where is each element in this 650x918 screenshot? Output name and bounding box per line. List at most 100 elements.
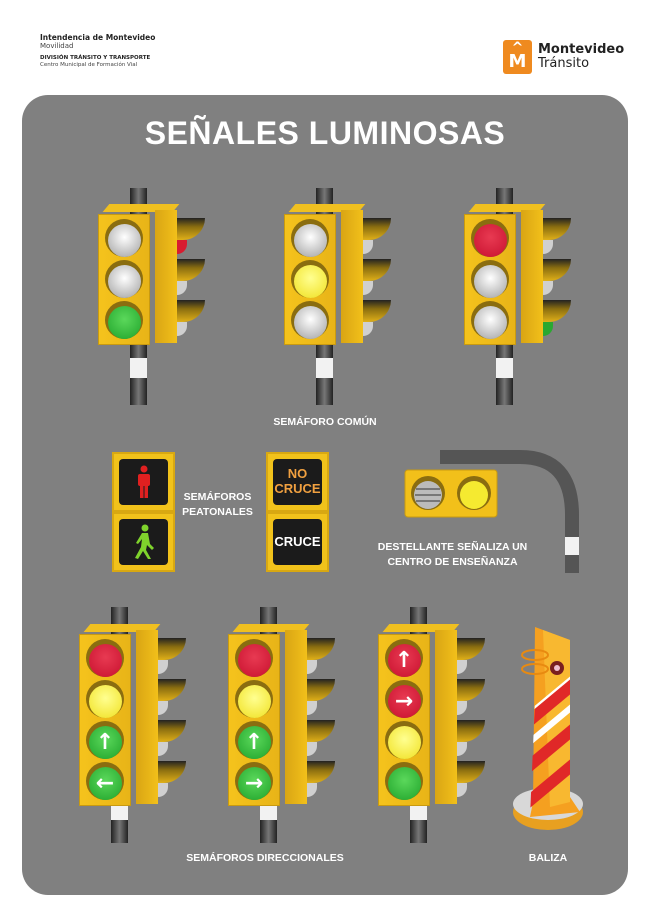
lamp-lens <box>473 264 507 298</box>
side-lamp <box>158 783 168 797</box>
lamp-lens <box>237 643 271 677</box>
side-housing <box>341 210 363 343</box>
dept-name: Movilidad <box>40 42 74 51</box>
pole-band <box>496 358 513 378</box>
green-lamp <box>105 301 143 339</box>
side-lamp <box>158 660 168 674</box>
school-flasher-signal <box>404 450 579 573</box>
red-lamp: ↑ <box>385 639 423 677</box>
logo-line1: Montevideo <box>538 41 625 57</box>
side-lamp <box>543 281 553 295</box>
no-cruce-line1: NO <box>287 466 308 482</box>
side-lamp <box>457 701 467 715</box>
label-flasher: DESTELLANTE SEÑALIZA UN CENTRO DE ENSEÑA… <box>370 540 535 570</box>
red-lamp <box>235 639 273 677</box>
no-cruce-line2: CRUCE <box>274 481 321 496</box>
label-pedestrian: SEMÁFOROS PEATONALES <box>180 490 255 520</box>
off-lamp <box>105 260 143 298</box>
label-flasher-line2: CENTRO DE ENSEÑANZA <box>387 556 518 569</box>
pole-band <box>316 358 333 378</box>
lamp-lens <box>88 643 122 677</box>
lamp-lens <box>387 766 421 800</box>
lamp-lens <box>237 684 271 718</box>
label-directional: SEMÁFOROS DIRECCIONALES <box>186 852 344 864</box>
off-lamp <box>291 219 329 257</box>
off-lamp <box>471 260 509 298</box>
side-lamp <box>457 660 467 674</box>
off-lamp <box>471 301 509 339</box>
arrow-up-icon: ↑ <box>88 725 122 759</box>
side-housing <box>155 210 177 343</box>
side-lamp <box>177 240 187 254</box>
side-lamp <box>158 742 168 756</box>
side-lamp <box>177 281 187 295</box>
lamp-lens <box>107 223 141 257</box>
lamp-lens <box>293 305 327 339</box>
lamp-lens <box>293 264 327 298</box>
ped-green-panel <box>112 512 175 572</box>
side-housing <box>521 210 543 343</box>
poster-title: SEÑALES LUMINOSAS <box>144 115 506 151</box>
lamp-lens <box>107 305 141 339</box>
green-walking-person-icon <box>119 519 168 565</box>
side-lamp <box>307 660 317 674</box>
arrow-up-icon: ↑ <box>237 725 271 759</box>
logo-line2: Tránsito <box>538 56 590 71</box>
lamp-lens <box>473 305 507 339</box>
lamp-lens <box>88 684 122 718</box>
flasher-arm <box>440 450 579 573</box>
pole-band <box>130 358 147 378</box>
side-lamp <box>363 322 373 336</box>
pedestrian-signal-figures <box>112 452 175 572</box>
side-lamp <box>307 701 317 715</box>
lamp-lens <box>387 725 421 759</box>
label-flasher-line1: DESTELLANTE SEÑALIZA UN <box>377 541 528 553</box>
org-name: Intendencia de Montevideo <box>40 33 156 42</box>
side-lamp <box>543 322 553 336</box>
label-baliza: BALIZA <box>528 852 568 864</box>
side-housing <box>285 630 307 804</box>
side-lamp <box>363 281 373 295</box>
arrow-right-icon: → <box>387 684 421 718</box>
red-lamp: → <box>385 680 423 718</box>
side-housing <box>435 630 457 804</box>
green-lamp: ← <box>86 762 124 800</box>
off-lamp <box>291 301 329 339</box>
arrow-up-icon: ↑ <box>387 643 421 677</box>
yellow-lamp <box>385 721 423 759</box>
red-lamp <box>86 639 124 677</box>
side-lamp <box>363 240 373 254</box>
red-lamp <box>471 219 509 257</box>
side-lamp <box>457 783 467 797</box>
organization-header: Intendencia de Montevideo Movilidad DIVI… <box>40 33 155 69</box>
off-lamp <box>105 219 143 257</box>
yellow-lamp <box>235 680 273 718</box>
cruce-panel: CRUCE <box>266 512 329 572</box>
side-lamp <box>158 701 168 715</box>
logo-mark-icon: M <box>503 40 532 74</box>
yellow-lamp <box>86 680 124 718</box>
arrow-right-icon: → <box>237 766 271 800</box>
side-lamp <box>307 742 317 756</box>
side-lamp <box>177 322 187 336</box>
side-lamp <box>457 742 467 756</box>
yellow-lamp <box>291 260 329 298</box>
label-common: SEMÁFORO COMÚN <box>273 416 377 428</box>
lamp-lens <box>473 223 507 257</box>
side-housing <box>136 630 158 804</box>
label-pedestrian-line1: SEMÁFOROS <box>183 491 252 503</box>
division-name: DIVISIÓN TRÁNSITO Y TRANSPORTE <box>40 55 151 62</box>
flasher-lamp-lit-icon <box>460 481 488 509</box>
lamp-lens <box>293 223 327 257</box>
cruce-text: CRUCE <box>273 519 322 565</box>
green-lamp: ↑ <box>86 721 124 759</box>
green-lamp: ↑ <box>235 721 273 759</box>
lamp-lens <box>107 264 141 298</box>
ped-red-panel <box>112 452 175 512</box>
arrow-left-icon: ← <box>88 766 122 800</box>
label-pedestrian-line2: PEATONALES <box>182 506 253 519</box>
red-standing-person-icon <box>119 459 168 505</box>
baliza-beacon <box>513 627 583 830</box>
